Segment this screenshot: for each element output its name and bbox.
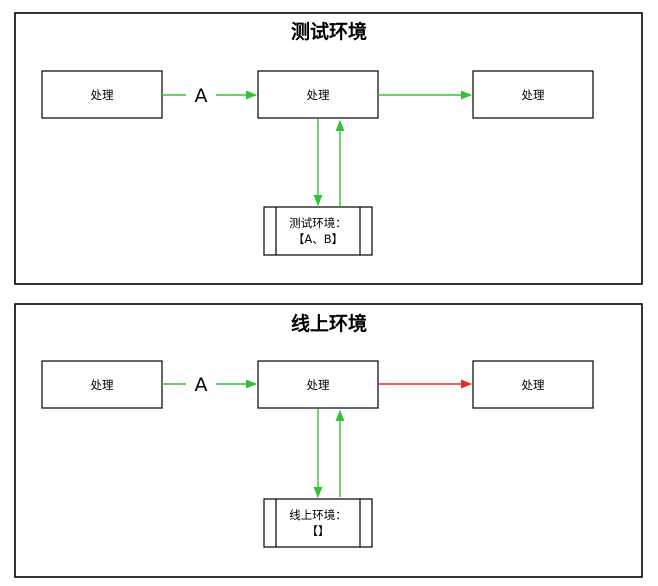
node-right: 处理 xyxy=(472,70,594,119)
panel-test-environment: 测试环境 处理 处理 处理 测试环境： 【A、B】 A xyxy=(14,12,643,285)
node-right-label: 处理 xyxy=(522,88,545,102)
node-store: 测试环境： 【A、B】 xyxy=(263,206,373,256)
node-right-label: 处理 xyxy=(522,378,545,392)
store-label-line1: 线上环境： xyxy=(289,508,347,522)
store-label-line2: 【】 xyxy=(307,524,330,538)
edge-label-a: A xyxy=(195,374,208,396)
edge-label-a: A xyxy=(195,85,208,107)
node-center-label: 处理 xyxy=(307,88,330,102)
node-center: 处理 xyxy=(257,360,379,409)
node-left: 处理 xyxy=(41,70,163,119)
node-right: 处理 xyxy=(472,360,594,409)
node-left-label: 处理 xyxy=(91,378,114,392)
panel-title: 线上环境 xyxy=(291,312,367,335)
node-center: 处理 xyxy=(257,70,379,119)
store-label-line2: 【A、B】 xyxy=(293,232,343,246)
node-left: 处理 xyxy=(41,360,163,409)
panel-title: 测试环境 xyxy=(291,20,367,43)
panel-online-environment: 线上环境 处理 处理 处理 线上环境： 【】 A xyxy=(14,303,643,578)
store-label-line1: 测试环境： xyxy=(289,216,347,230)
node-store: 线上环境： 【】 xyxy=(263,498,373,548)
node-center-label: 处理 xyxy=(307,378,330,392)
node-left-label: 处理 xyxy=(91,88,114,102)
